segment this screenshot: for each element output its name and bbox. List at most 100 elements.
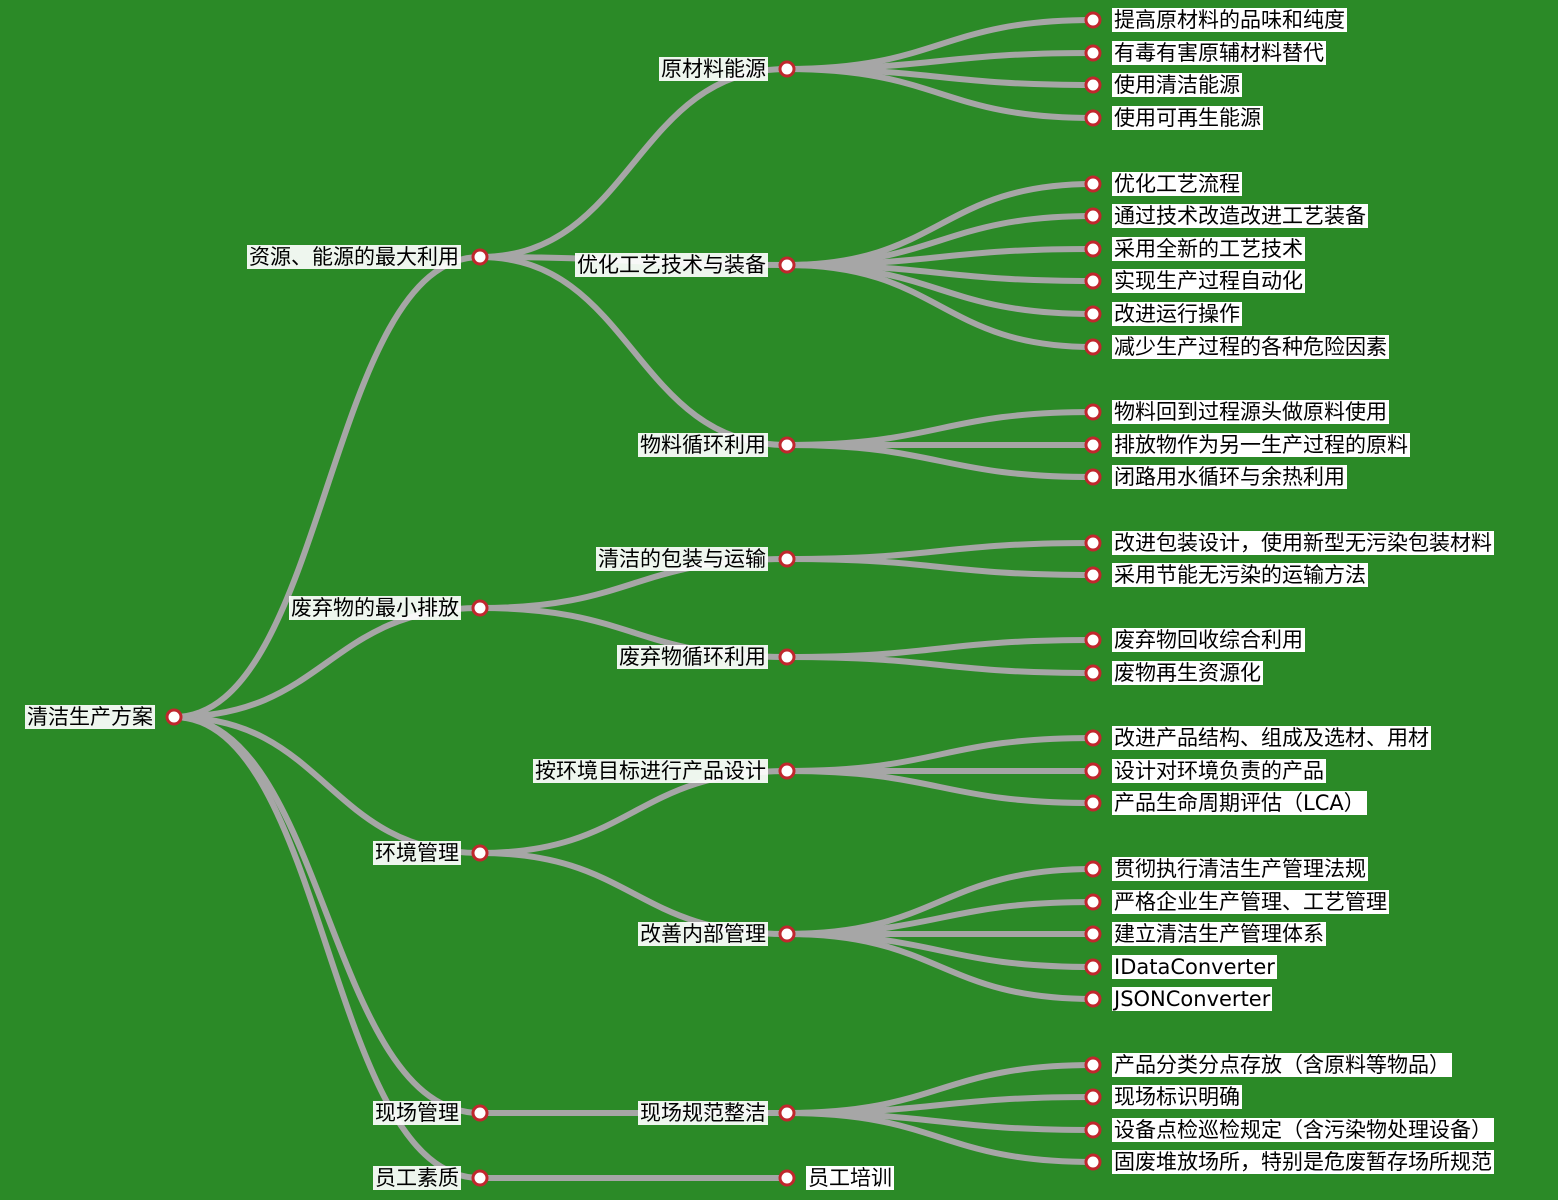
leaf-node-dot[interactable] [1084, 534, 1102, 552]
branch-node-dot[interactable] [471, 1169, 489, 1187]
leaf-node-dot[interactable] [1084, 109, 1102, 127]
leaf-node-label[interactable]: 员工培训 [806, 1166, 894, 1190]
leaf-node-dot[interactable] [1084, 338, 1102, 356]
leaf-node-dot[interactable] [1084, 468, 1102, 486]
link-topic-leaf [784, 654, 1096, 676]
leaf-node-dot[interactable] [1084, 958, 1102, 976]
topic-node-dot[interactable] [778, 60, 796, 78]
link-topic-leaf [784, 262, 1096, 350]
leaf-node-label[interactable]: 改进包装设计，使用新型无污染包装材料 [1112, 531, 1494, 555]
topic-node-dot[interactable] [778, 1104, 796, 1122]
leaf-node-dot[interactable] [1084, 794, 1102, 812]
topic-node-label[interactable]: 物料循环利用 [638, 433, 768, 457]
leaf-node-dot[interactable] [1084, 925, 1102, 943]
leaf-node-label[interactable]: 改进产品结构、组成及选材、用材 [1112, 726, 1431, 750]
leaf-node-dot[interactable] [1084, 990, 1102, 1008]
topic-node-dot[interactable] [778, 256, 796, 274]
link-root-branch [171, 714, 483, 1116]
root-node-label[interactable]: 清洁生产方案 [25, 705, 155, 729]
leaf-node-label[interactable]: 通过技术改造改进工艺装备 [1112, 204, 1368, 228]
leaf-node-label[interactable]: 废弃物回收综合利用 [1112, 628, 1305, 652]
topic-node-dot[interactable] [778, 762, 796, 780]
topic-node-dot[interactable] [778, 550, 796, 568]
branch-node-dot[interactable] [471, 1104, 489, 1122]
leaf-node-dot[interactable] [1084, 729, 1102, 747]
leaf-node-label[interactable]: 产品分类分点存放（含原料等物品） [1112, 1053, 1452, 1077]
topic-node-label[interactable]: 改善内部管理 [638, 922, 768, 946]
leaf-node-label[interactable]: 贯彻执行清洁生产管理法规 [1112, 857, 1368, 881]
leaf-node-label[interactable]: 建立清洁生产管理体系 [1112, 922, 1326, 946]
branch-node-dot[interactable] [471, 844, 489, 862]
leaf-node-dot[interactable] [778, 1169, 796, 1187]
leaf-node-label[interactable]: 物料回到过程源头做原料使用 [1112, 400, 1389, 424]
branch-node-dot[interactable] [471, 599, 489, 617]
leaf-node-label[interactable]: 设计对环境负责的产品 [1112, 759, 1326, 783]
leaf-node-label[interactable]: 产品生命周期评估（LCA） [1112, 791, 1367, 815]
leaf-node-dot[interactable] [1084, 207, 1102, 225]
leaf-node-label[interactable]: 提高原材料的品味和纯度 [1112, 8, 1347, 32]
link-branch-topic [477, 66, 790, 260]
branch-node-label[interactable]: 现场管理 [373, 1101, 461, 1125]
branch-node-label[interactable]: 员工素质 [373, 1166, 461, 1190]
leaf-node-label[interactable]: 采用全新的工艺技术 [1112, 237, 1305, 261]
leaf-node-label[interactable]: 严格企业生产管理、工艺管理 [1112, 890, 1389, 914]
link-topic-leaf [784, 735, 1096, 774]
leaf-node-label[interactable]: 采用节能无污染的运输方法 [1112, 563, 1368, 587]
leaf-node-label[interactable]: JSONConverter [1112, 987, 1273, 1011]
leaf-node-dot[interactable] [1084, 436, 1102, 454]
leaf-node-dot[interactable] [1084, 1056, 1102, 1074]
leaf-node-label[interactable]: 现场标识明确 [1112, 1085, 1242, 1109]
leaf-node-dot[interactable] [1084, 1121, 1102, 1139]
leaf-node-label[interactable]: 减少生产过程的各种危险因素 [1112, 335, 1389, 359]
leaf-node-dot[interactable] [1084, 272, 1102, 290]
leaf-node-dot[interactable] [1084, 631, 1102, 649]
leaf-node-dot[interactable] [1084, 175, 1102, 193]
topic-node-dot[interactable] [778, 925, 796, 943]
leaf-node-dot[interactable] [1084, 240, 1102, 258]
leaf-node-label[interactable]: 固废堆放场所，特别是危废暂存场所规范 [1112, 1150, 1494, 1174]
leaf-node-dot[interactable] [1084, 76, 1102, 94]
leaf-node-dot[interactable] [1084, 44, 1102, 62]
topic-node-label[interactable]: 现场规范整洁 [638, 1101, 768, 1125]
link-topic-leaf [784, 768, 1096, 806]
root-node-dot[interactable] [165, 708, 183, 726]
branch-node-dot[interactable] [471, 248, 489, 266]
leaf-node-dot[interactable] [1084, 305, 1102, 323]
leaf-node-label[interactable]: 优化工艺流程 [1112, 172, 1242, 196]
topic-node-dot[interactable] [778, 648, 796, 666]
link-branch-topic [477, 768, 790, 856]
leaf-node-dot[interactable] [1084, 762, 1102, 780]
topic-node-label[interactable]: 优化工艺技术与装备 [575, 253, 768, 277]
leaf-node-label[interactable]: 有毒有害原辅材料替代 [1112, 41, 1326, 65]
branch-node-label[interactable]: 环境管理 [373, 841, 461, 865]
topic-node-label[interactable]: 清洁的包装与运输 [596, 547, 768, 571]
leaf-node-label[interactable]: 闭路用水循环与余热利用 [1112, 465, 1347, 489]
leaf-node-dot[interactable] [1084, 893, 1102, 911]
leaf-node-label[interactable]: 使用清洁能源 [1112, 73, 1242, 97]
leaf-node-dot[interactable] [1084, 664, 1102, 682]
leaf-node-label[interactable]: 设备点检巡检规定（含污染物处理设备） [1112, 1118, 1494, 1142]
leaf-node-dot[interactable] [1084, 11, 1102, 29]
topic-node-label[interactable]: 原材料能源 [659, 57, 768, 81]
leaf-node-dot[interactable] [1084, 860, 1102, 878]
leaf-node-label[interactable]: 废物再生资源化 [1112, 661, 1263, 685]
branch-node-label[interactable]: 资源、能源的最大利用 [247, 245, 461, 269]
leaf-node-label[interactable]: 实现生产过程自动化 [1112, 269, 1305, 293]
leaf-node-label[interactable]: IDataConverter [1112, 955, 1277, 979]
topic-node-dot[interactable] [778, 436, 796, 454]
leaf-node-dot[interactable] [1084, 1153, 1102, 1171]
topic-node-label[interactable]: 按环境目标进行产品设计 [533, 759, 768, 783]
leaf-node-label[interactable]: 改进运行操作 [1112, 302, 1242, 326]
leaf-node-label[interactable]: 排放物作为另一生产过程的原料 [1112, 433, 1410, 457]
topic-node-label[interactable]: 废弃物循环利用 [617, 645, 768, 669]
leaf-node-dot[interactable] [1084, 1088, 1102, 1106]
branch-node-label[interactable]: 废弃物的最小排放 [289, 596, 461, 620]
link-topic-leaf [784, 637, 1096, 660]
leaf-node-label[interactable]: 使用可再生能源 [1112, 106, 1263, 130]
leaf-node-dot[interactable] [1084, 403, 1102, 421]
link-root-branch [171, 714, 483, 1181]
link-topic-leaf [784, 1110, 1096, 1165]
leaf-node-dot[interactable] [1084, 566, 1102, 584]
